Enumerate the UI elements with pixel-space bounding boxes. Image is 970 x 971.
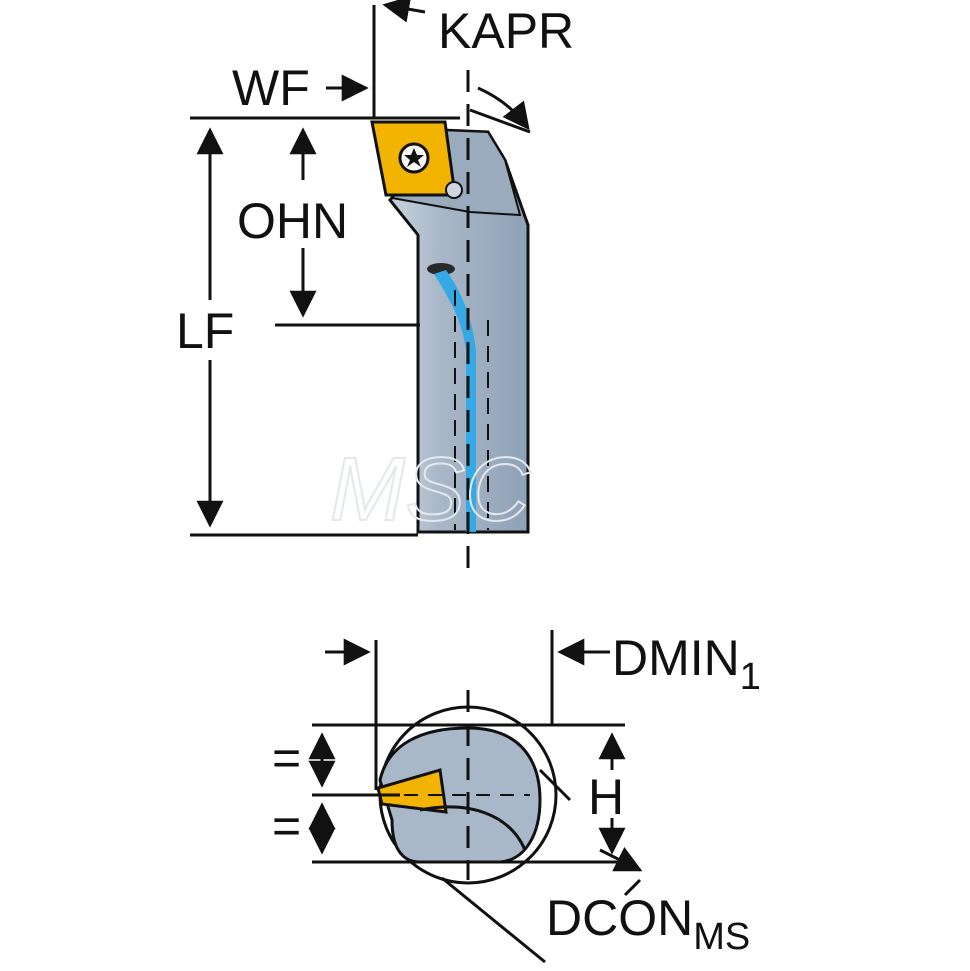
label-equal-bottom: = xyxy=(272,798,301,854)
end-view xyxy=(376,690,558,885)
label-dmin-sub: 1 xyxy=(740,656,761,698)
label-dcon: DCONMS xyxy=(546,890,750,958)
coolant-section xyxy=(419,805,527,851)
label-dmin: DMIN1 xyxy=(612,630,761,698)
label-h: H xyxy=(588,769,624,825)
label-ohn: OHN xyxy=(237,193,348,249)
label-dcon-main: DCON xyxy=(546,890,693,946)
label-kapr: KAPR xyxy=(438,3,574,59)
label-dcon-sub: MS xyxy=(693,916,750,958)
watermark: MSC xyxy=(330,440,531,540)
top-dimensions xyxy=(190,0,531,537)
label-wf: WF xyxy=(232,60,310,116)
label-dmin-main: DMIN xyxy=(612,630,740,686)
bottom-dimensions xyxy=(308,630,643,964)
label-lf: LF xyxy=(176,303,234,359)
screw-hole xyxy=(445,181,463,199)
label-equal-top: = xyxy=(272,730,301,786)
insert-section xyxy=(376,768,448,814)
coolant-channel xyxy=(434,270,476,532)
coolant-outlet xyxy=(427,263,455,275)
side-view xyxy=(370,70,530,570)
